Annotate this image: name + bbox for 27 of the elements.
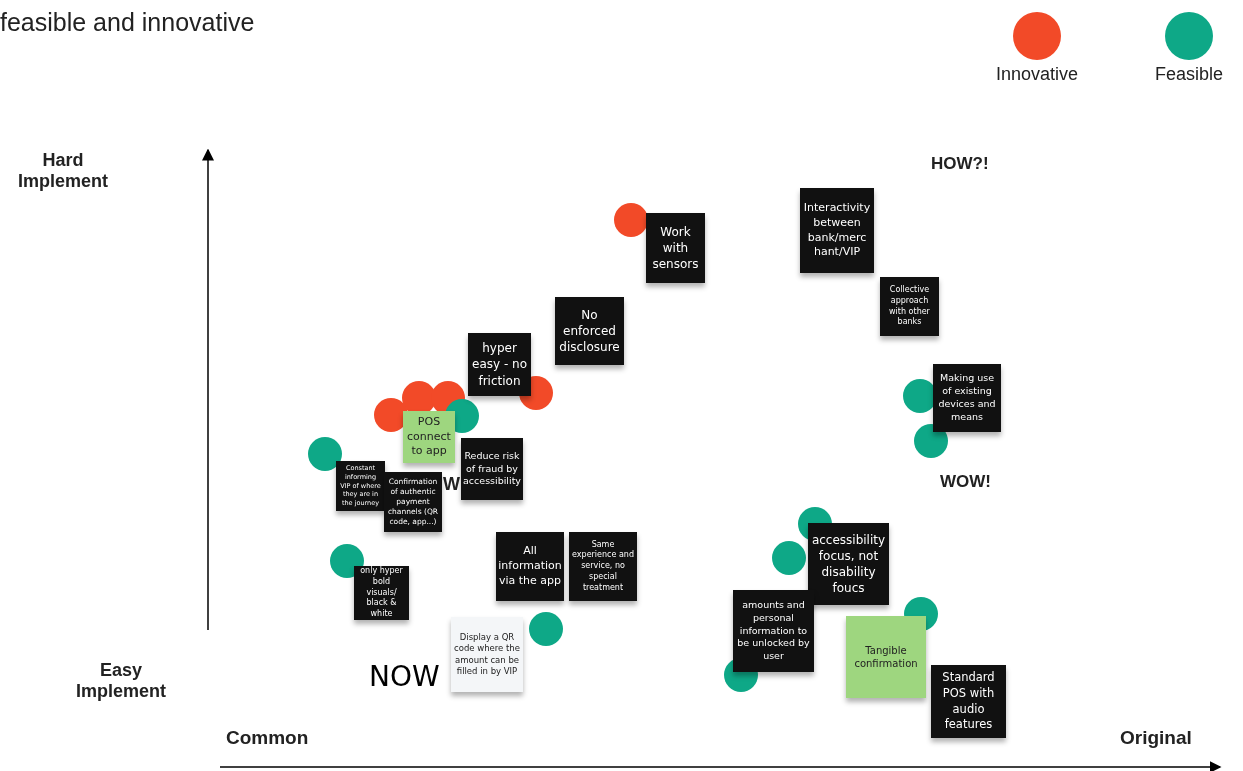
sticky-note: hyper easy - no friction — [468, 333, 531, 396]
sticky-note: only hyper bold visuals/ black & white — [354, 566, 409, 620]
title: feasible and innovative — [0, 8, 255, 37]
sticky-note: accessibility focus, not disability foucs — [808, 523, 889, 605]
quadrant-label: WOW! — [940, 472, 991, 492]
sticky-note: Making use of existing devices and means — [933, 364, 1001, 432]
quadrant-label: NOW — [369, 660, 440, 693]
axis-label: Original — [1120, 727, 1192, 749]
axis-label: Hard Implement — [17, 150, 109, 192]
sticky-note: Same experience and service, no special treatment — [569, 532, 637, 601]
sticky-note: Work with sensors — [646, 213, 705, 283]
sticky-note: Reduce risk of fraud by accessibility — [461, 438, 523, 500]
sticky-note: Standard POS with audio features — [931, 665, 1006, 738]
axis-label: Easy Implement — [75, 660, 167, 702]
axis-label: Common — [226, 727, 309, 749]
sticky-note: Collective approach with other banks — [880, 277, 939, 336]
quadrant-label: W — [443, 474, 460, 495]
sticky-note: amounts and personal information to be unlocked by user — [733, 590, 814, 672]
sticky-note: Display a QR code where the amount can be filled in by VIP — [451, 617, 523, 692]
sticky-note: All information via the app — [496, 532, 564, 601]
quadrant-label: HOW?! — [931, 154, 989, 174]
sticky-note: Tangible confirmation — [846, 616, 926, 698]
legend-label: Feasible — [1153, 64, 1224, 85]
sticky-note: Interactivity between bank/merc hant/VIP — [800, 188, 874, 273]
sticky-note: POS connect to app — [403, 411, 455, 463]
legend-label: Innovative — [994, 64, 1080, 85]
sticky-note: No enforced disclosure — [555, 297, 624, 365]
